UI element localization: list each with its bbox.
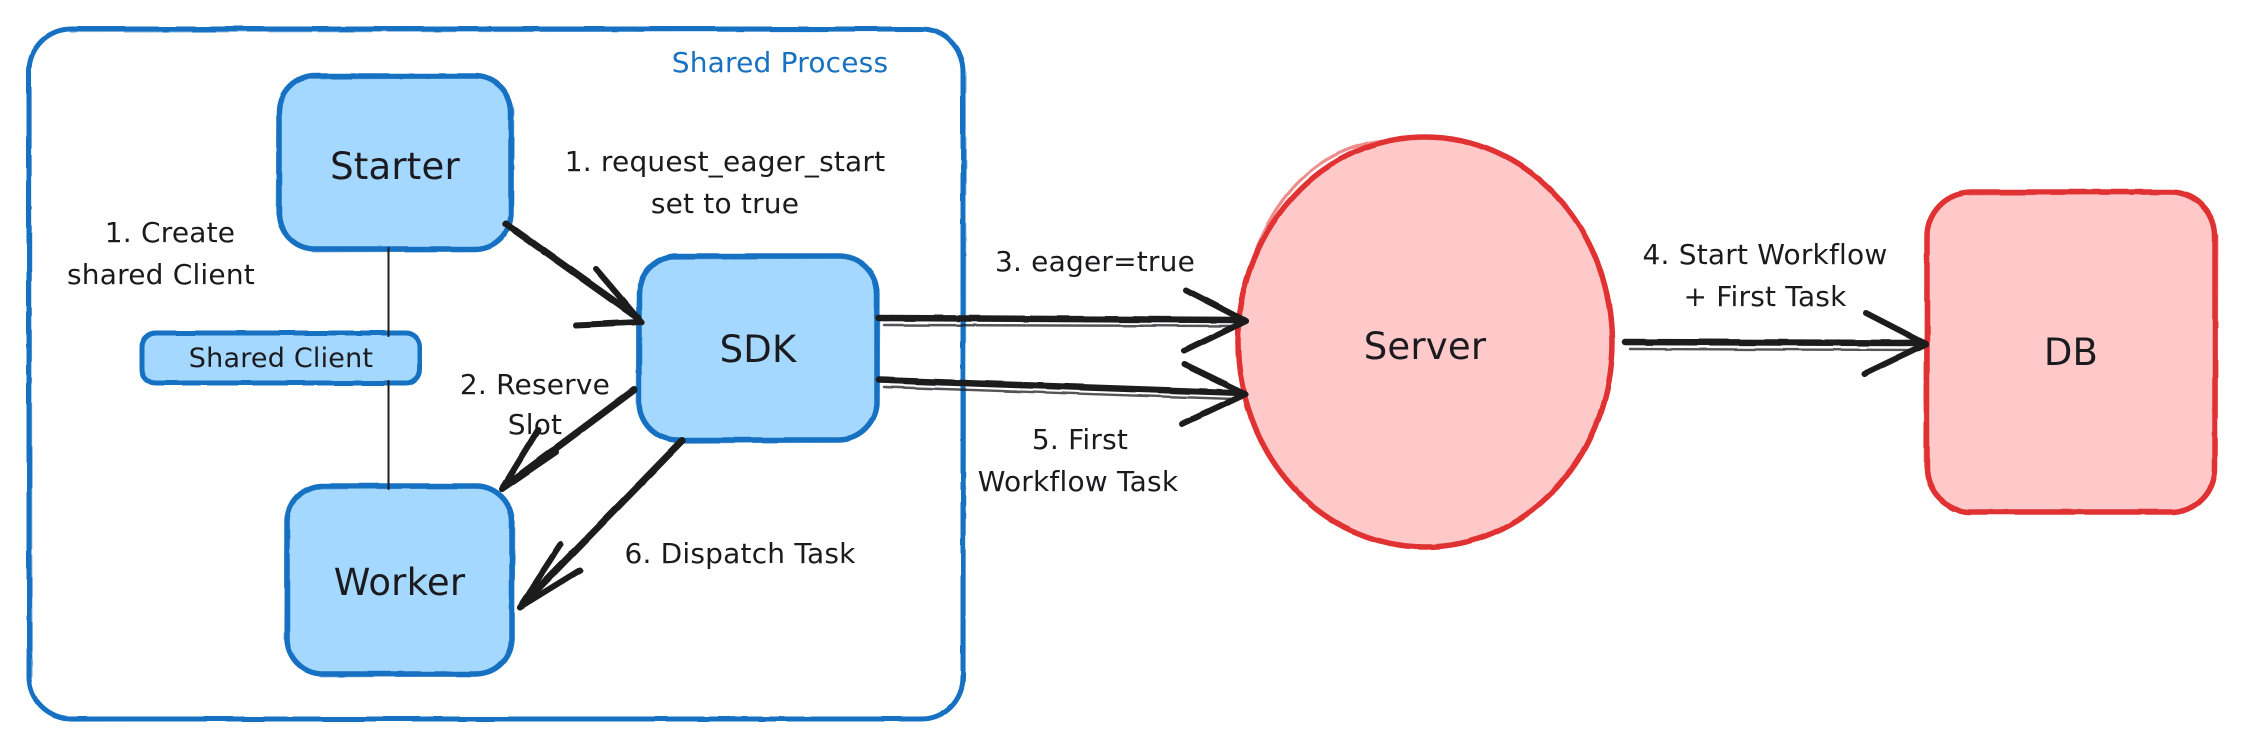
edge-2-reserve-slot-arrow <box>499 386 638 492</box>
node-server[interactable] <box>1235 134 1615 550</box>
node-starter[interactable] <box>275 73 515 253</box>
edge-1-request-eager-start-arrow <box>502 220 644 328</box>
edge-5-first-workflow-task-arrow <box>875 361 1249 427</box>
node-worker[interactable] <box>283 483 516 678</box>
edge-4-start-workflow-arrow <box>1621 310 1929 377</box>
node-sdk[interactable] <box>635 253 881 444</box>
node-db[interactable] <box>1923 189 2219 515</box>
node-shared-client[interactable] <box>139 330 423 386</box>
edge-6-dispatch-task-arrow <box>517 437 686 610</box>
edge-shared-client-link <box>385 247 392 490</box>
edge-3-eager-true-arrow <box>875 287 1249 354</box>
shared-process-container <box>26 26 967 722</box>
